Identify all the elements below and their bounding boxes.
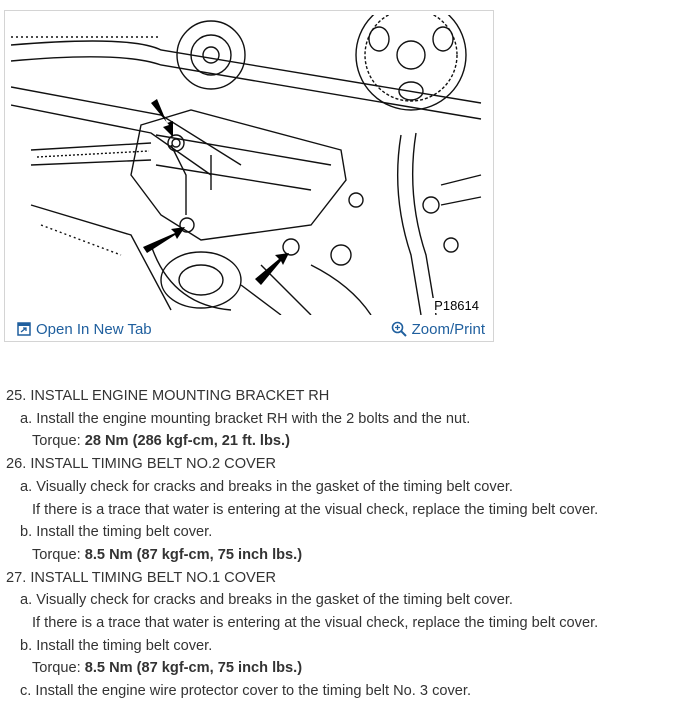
step-title: 26. INSTALL TIMING BELT NO.2 COVER <box>6 456 277 473</box>
step-title: 25. INSTALL ENGINE MOUNTING BRACKET RH <box>6 388 330 404</box>
figure-code: P18614 <box>432 298 481 313</box>
step-item: a. Visually check for cracks and breaks … <box>20 478 513 495</box>
open-in-new-tab-button[interactable]: Open In New Tab <box>17 321 152 338</box>
zoom-print-label: Zoom/Print <box>411 320 485 338</box>
engine-drawing <box>11 15 482 315</box>
figure-toolbar: Open In New Tab Zoom/Print <box>5 315 493 343</box>
torque-value: 8.5 Nm (87 kgf-cm, 75 inch lbs.) <box>84 546 303 563</box>
figure-panel: P18614 Open In New Tab Zoom/Print <box>4 10 494 342</box>
instructions: 25. INSTALL ENGINE MOUNTING BRACKET RH a… <box>6 385 672 703</box>
step-title: 27. INSTALL TIMING BELT NO.1 COVER <box>6 569 277 586</box>
step-item: b. Install the timing belt cover. <box>20 637 213 654</box>
step-item: c. Install the engine wire protector cov… <box>20 683 472 700</box>
torque-spec: Torque: 8.5 Nm (87 kgf-cm, 75 inch lbs.) <box>32 660 303 677</box>
open-in-new-tab-label: Open In New Tab <box>36 320 152 338</box>
zoom-print-button[interactable]: Zoom/Print <box>391 321 485 338</box>
step-item: a. Visually check for cracks and breaks … <box>20 592 513 609</box>
open-tab-icon <box>17 322 31 336</box>
torque-value: 28 Nm (286 kgf-cm, 21 ft. lbs.) <box>84 433 290 450</box>
torque-value: 8.5 Nm (87 kgf-cm, 75 inch lbs.) <box>84 660 303 677</box>
step-item: a. Install the engine mounting bracket R… <box>20 410 471 427</box>
step-item: b. Install the timing belt cover. <box>20 524 213 541</box>
magnifier-icon <box>391 321 407 337</box>
torque-spec: Torque: 8.5 Nm (87 kgf-cm, 75 inch lbs.) <box>32 546 303 563</box>
torque-spec: Torque: 28 Nm (286 kgf-cm, 21 ft. lbs.) <box>32 433 290 450</box>
step-note: If there is a trace that water is enteri… <box>32 501 599 518</box>
step-note: If there is a trace that water is enteri… <box>32 615 599 632</box>
engine-illustration: P18614 <box>11 15 487 315</box>
